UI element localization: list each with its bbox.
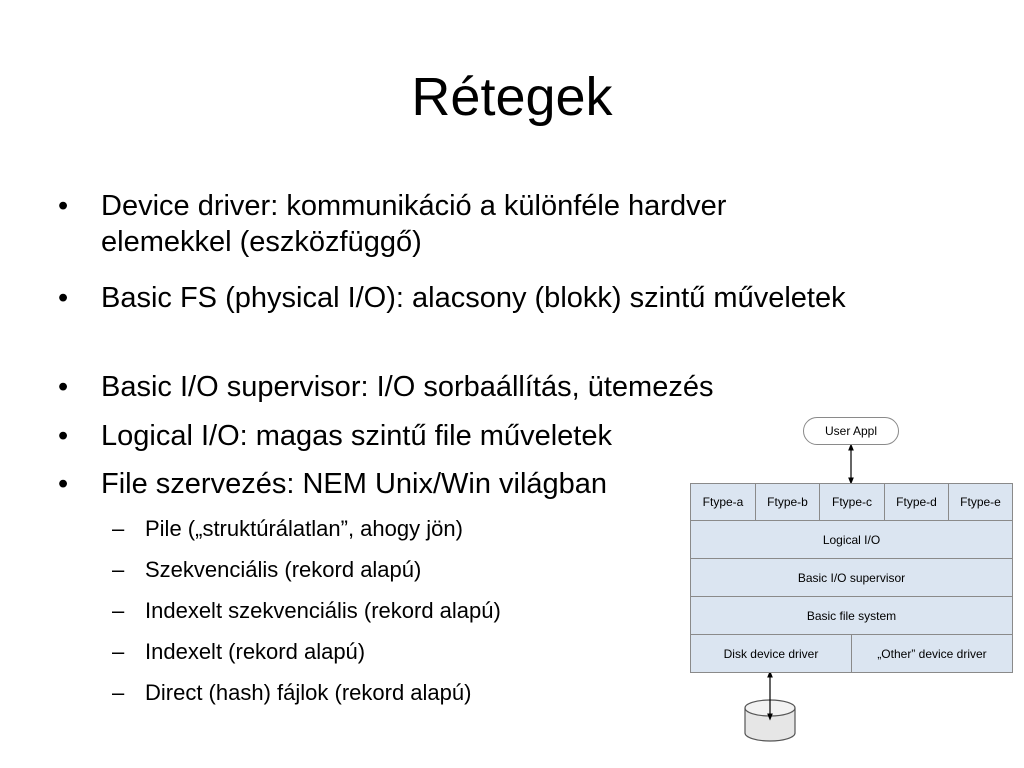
ftype-e-cell: Ftype-e	[948, 483, 1013, 521]
slide-title: Rétegek	[411, 67, 613, 127]
subbullet-text: Szekvenciális (rekord alapú)	[145, 557, 422, 582]
subbullet-marker: –	[112, 639, 125, 664]
subbullet-text: Indexelt szekvenciális (rekord alapú)	[145, 598, 501, 623]
ftype-c-cell: Ftype-c	[819, 483, 885, 521]
disk-device-driver-layer: Disk device driver	[690, 634, 852, 673]
ftype-d-cell: Ftype-d	[884, 483, 949, 521]
basic-io-supervisor-layer: Basic I/O supervisor	[690, 558, 1013, 597]
bullet-marker: •	[58, 190, 69, 222]
subbullet-marker: –	[112, 516, 125, 541]
bullet-text: Basic I/O supervisor: I/O sorbaállítás, …	[101, 371, 714, 403]
ftype-b-cell: Ftype-b	[755, 483, 820, 521]
logical-io-layer: Logical I/O	[690, 520, 1013, 559]
bullet-marker: •	[58, 371, 69, 403]
subbullet-marker: –	[112, 680, 125, 705]
bullet-marker: •	[58, 468, 69, 500]
subbullet-marker: –	[112, 557, 125, 582]
subbullet-text: Direct (hash) fájlok (rekord alapú)	[145, 680, 472, 705]
other-device-driver-layer: „Other” device driver	[851, 634, 1013, 673]
bullet-marker: •	[58, 420, 69, 452]
subbullet-text: Pile („struktúrálatlan”, ahogy jön)	[145, 516, 463, 541]
bullet-text: File szervezés: NEM Unix/Win világban	[101, 468, 608, 500]
bullet-text: Logical I/O: magas szintű file műveletek	[101, 420, 612, 452]
user-appl-box: User Appl	[803, 417, 899, 445]
subbullet-marker: –	[112, 598, 125, 623]
bullet-text: Device driver: kommunikáció a különféle …	[101, 190, 727, 258]
ftype-a-cell: Ftype-a	[690, 483, 756, 521]
bullet-text: Basic FS (physical I/O): alacsony (blokk…	[101, 282, 846, 314]
bullet-marker: •	[58, 282, 69, 314]
subbullet-text: Indexelt (rekord alapú)	[145, 639, 366, 664]
basic-file-system-layer: Basic file system	[690, 596, 1013, 635]
